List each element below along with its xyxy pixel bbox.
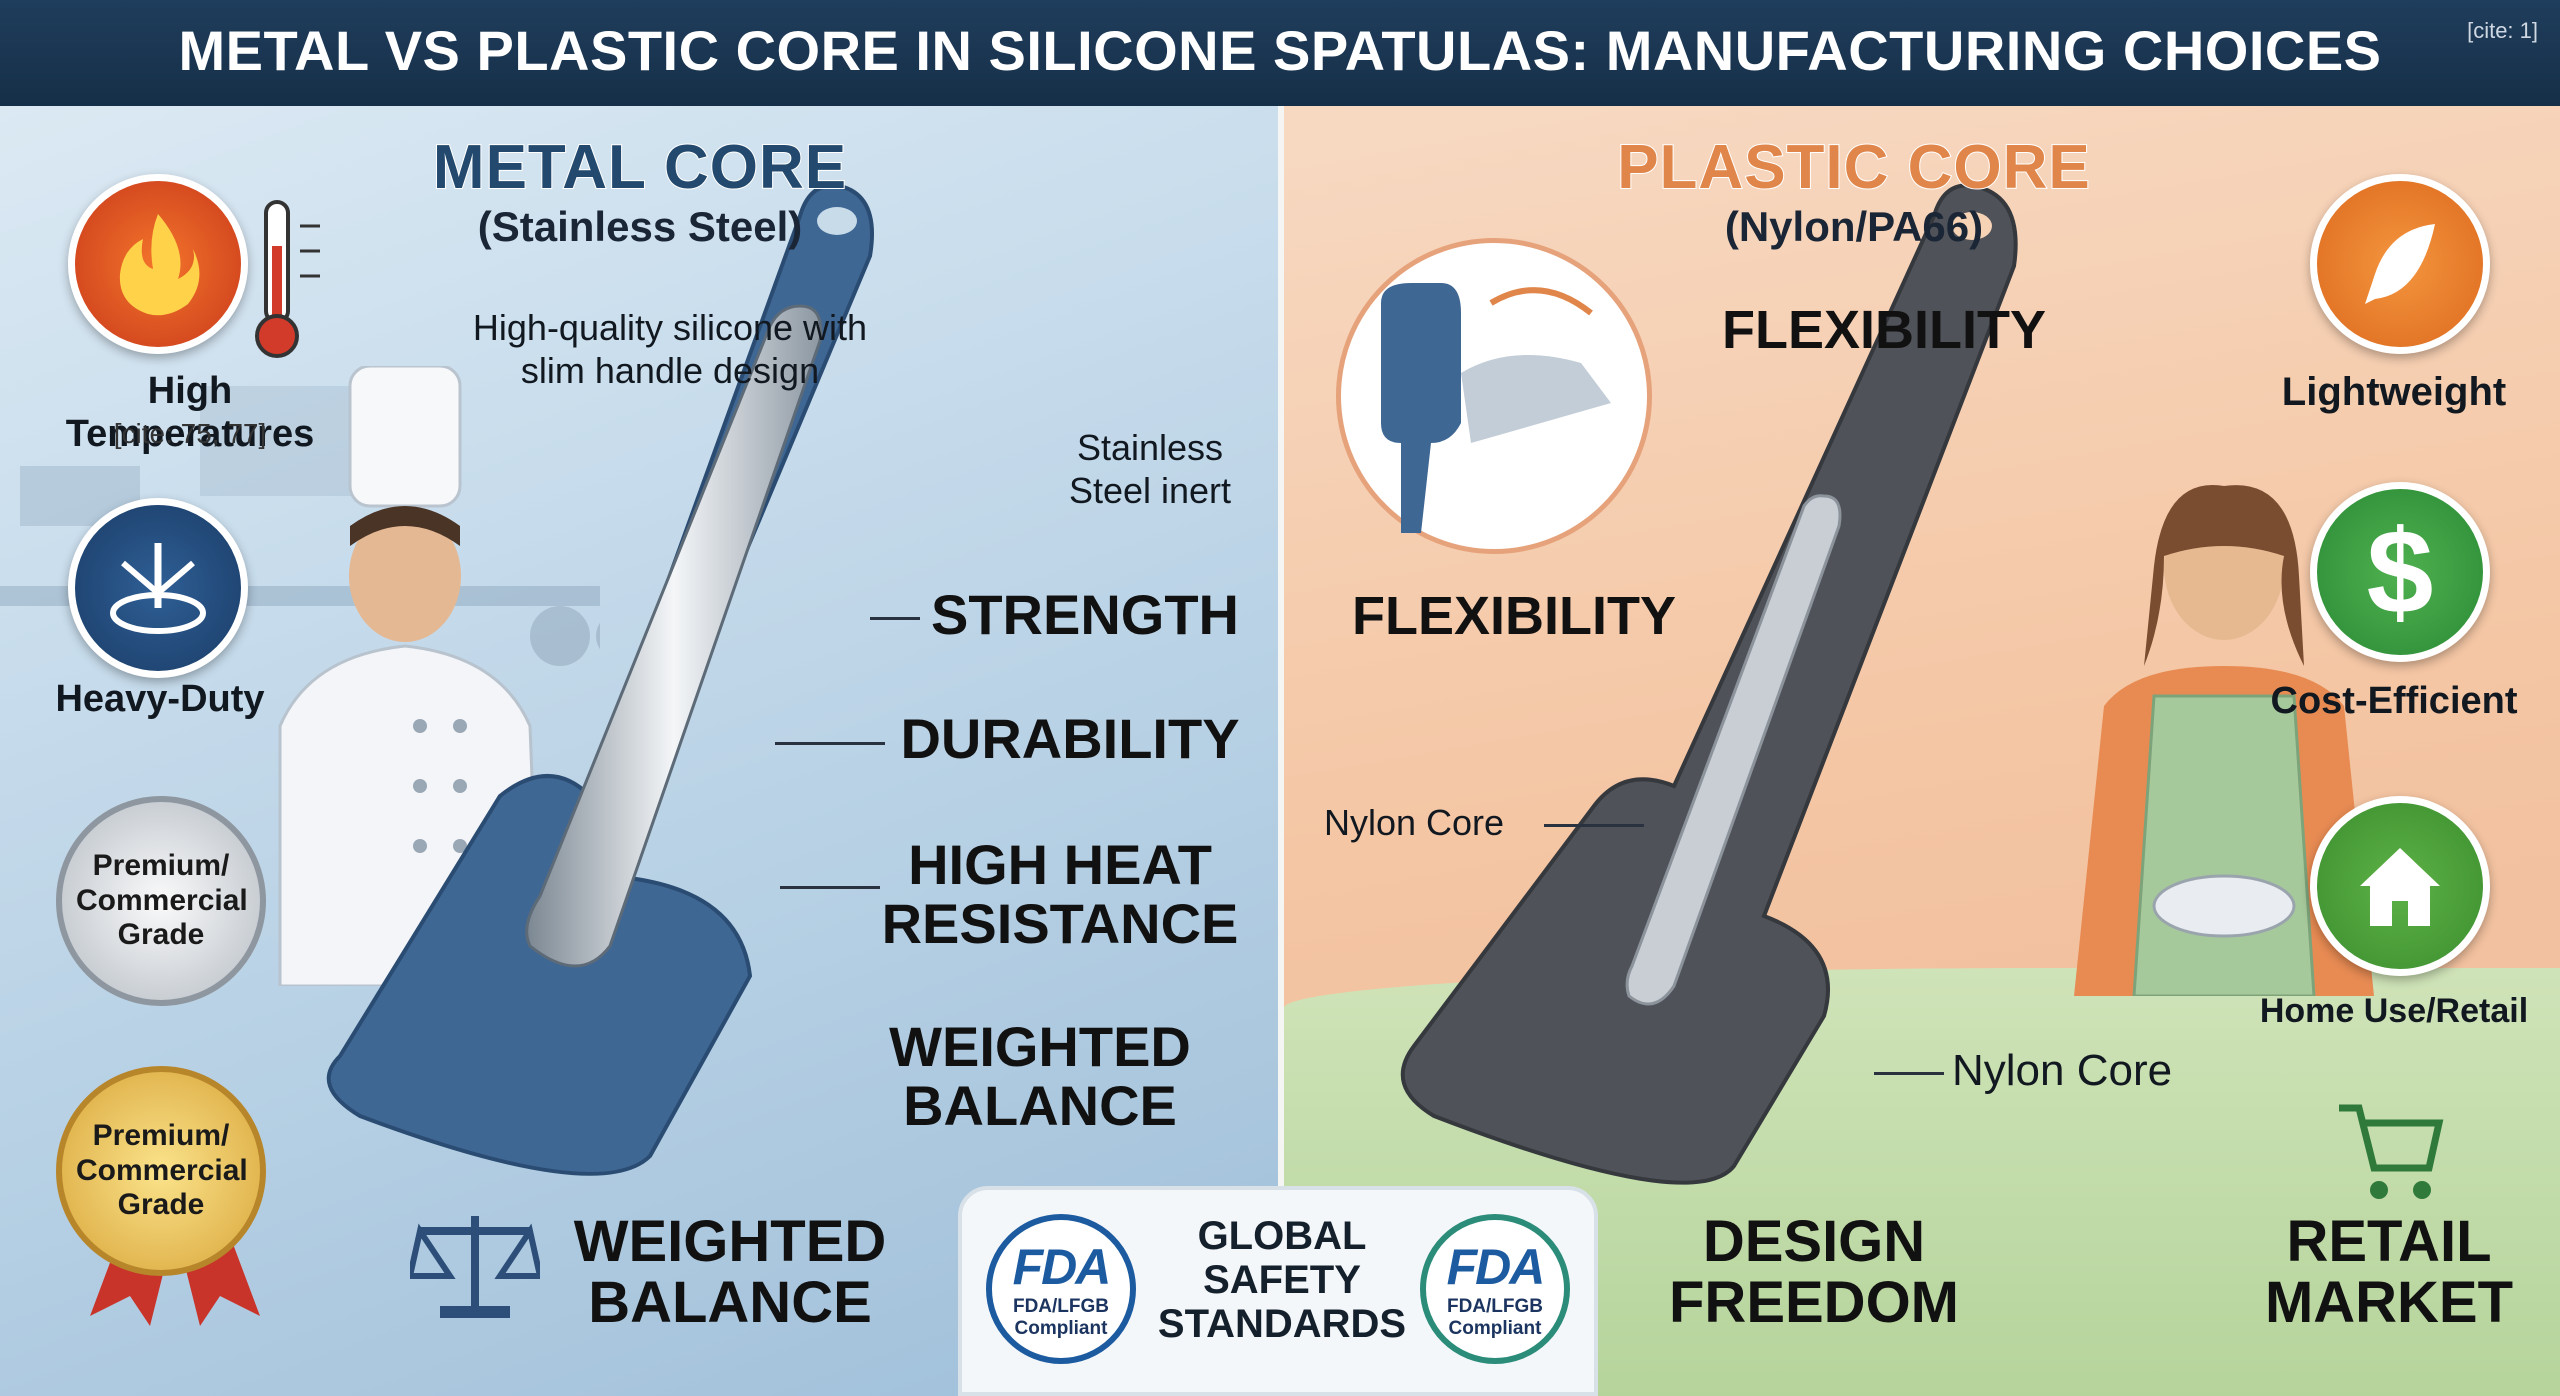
plastic-spatula-illustration [1400,183,2018,1185]
label-high-temperatures: High Temperatures [65,370,315,455]
leader-heat [780,886,880,889]
fda-logo: FDA [1446,1239,1546,1295]
label-cost-efficient: Cost-Efficient [2270,680,2518,722]
home-cook-illustration [2074,485,2374,996]
bottom-retail-market: RETAIL MARKET [2264,1209,2514,1335]
metal-core-subtitle: (Stainless Steel) [477,203,803,250]
silver-badge-text: Premium/ Commercial Grade [76,849,248,952]
bottom-design-freedom: DESIGN FREEDOM [1669,1209,1959,1335]
flame-icon [68,174,248,354]
callout-silicone: High-quality silicone with slim handle d… [472,307,868,392]
gold-badge-text: Premium/ Commercial Grade [76,1119,248,1222]
gold-badge: Premium/ Commercial Grade [56,1066,266,1276]
label-high-temp-cite: [cite: 75, 77] [113,418,267,449]
plastic-core-subtitle: (Nylon/PA66) [1724,203,1984,250]
fda-compliant-text: FDA/LFGB Compliant [1012,1296,1110,1339]
fda-logo: FDA [1012,1239,1112,1295]
flexibility-label-top: FLEXIBILITY [1722,300,2046,360]
metal-core-panel: METAL CORE (Stainless Steel) High-qualit… [0,106,1284,1396]
leader-nylon-2 [1874,1072,1944,1075]
safety-standards-box: FDA FDA/LFGB Compliant GLOBAL SAFETY STA… [958,1186,1598,1396]
panel-divider [1278,106,1286,1396]
metal-core-title-block: METAL CORE (Stainless Steel) [400,132,880,251]
dollar-icon: $ [2310,482,2490,662]
leader-nylon-1 [1544,824,1644,827]
feature-strength: STRENGTH [931,583,1239,646]
page-title: METAL VS PLASTIC CORE IN SILICONE SPATUL… [178,19,2382,82]
metal-spatula-illustration [326,183,874,1176]
header-cite: [cite: 1] [2467,18,2538,43]
thermometer-icon [255,200,320,358]
flexibility-label-left: FLEXIBILITY [1352,586,1676,646]
fda-badge-right: FDA FDA/LFGB Compliant [1420,1214,1570,1364]
nylon-core-label-2: Nylon Core [1952,1046,2173,1095]
leader-strength [870,617,920,620]
fda-compliant-text: FDA/LFGB Compliant [1446,1296,1544,1339]
safety-standards-title: GLOBAL SAFETY STANDARDS [1157,1214,1407,1346]
feature-heat-resistance: HIGH HEAT RESISTANCE [881,833,1239,955]
plastic-core-title: PLASTIC CORE [1616,132,2091,203]
label-heavy-duty: Heavy-Duty [55,678,265,720]
header-banner: METAL VS PLASTIC CORE IN SILICONE SPATUL… [0,0,2560,106]
flexibility-inset [1336,238,1652,554]
label-home-use-retail: Home Use/Retail [2259,992,2529,1030]
leader-durability [775,742,885,745]
feature-durability: DURABILITY [900,707,1240,770]
fda-badge-left: FDA FDA/LFGB Compliant [986,1214,1136,1364]
flex-arrow-icon [1381,283,1611,533]
feature-weighted-balance: WEIGHTED BALANCE [889,1015,1191,1137]
metal-core-title: METAL CORE [432,132,848,203]
plastic-core-title-block: PLASTIC CORE (Nylon/PA66) [1574,132,2134,251]
plastic-core-panel: PLASTIC CORE (Nylon/PA66) FLEXIBILITY FL… [1284,106,2560,1396]
home-icon [2310,796,2490,976]
heavy-duty-icon [68,498,248,678]
silver-badge: Premium/ Commercial Grade [56,796,266,1006]
callout-steel: Stainless Steel inert [1068,427,1232,512]
scale-icon [410,1216,540,1318]
shopping-cart-icon [2339,1104,2444,1199]
feather-icon [2310,174,2490,354]
bottom-weighted-balance: WEIGHTED BALANCE [573,1209,887,1335]
nylon-core-label-1: Nylon Core [1324,802,1505,843]
label-lightweight: Lightweight [2281,370,2507,414]
